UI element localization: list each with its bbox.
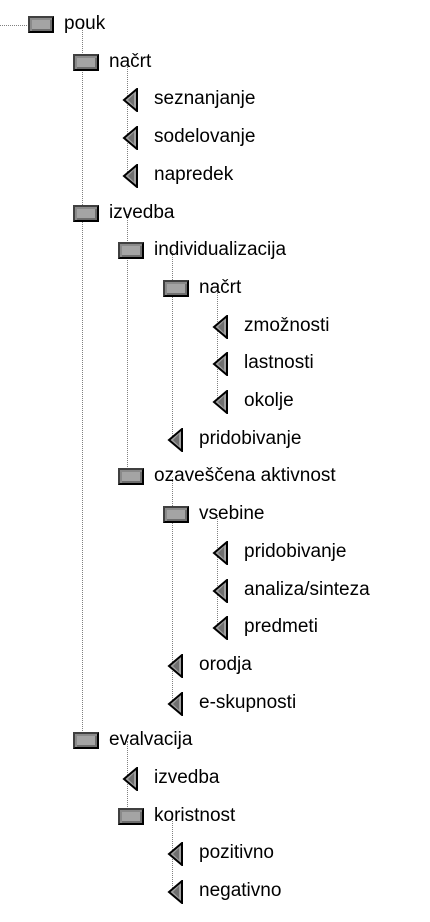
- gray-box-icon: [118, 242, 144, 260]
- tree-node-leaf[interactable]: sodelovanje: [154, 126, 256, 148]
- tree-node-leaf[interactable]: lastnosti: [244, 352, 314, 374]
- gray-box-icon: [73, 732, 99, 750]
- left-triangle-icon: [212, 352, 228, 377]
- tree-node-folder[interactable]: koristnost: [154, 804, 236, 826]
- left-triangle-icon: [212, 540, 228, 565]
- gray-box-icon: [118, 468, 144, 486]
- tree-node-leaf[interactable]: okolje: [244, 390, 294, 411]
- left-triangle-icon: [167, 691, 183, 716]
- gray-box-icon: [163, 279, 189, 297]
- tree-connector-vertical: [172, 251, 173, 440]
- tree-connector-vertical: [172, 477, 173, 704]
- gray-box-icon: [73, 53, 99, 71]
- tree-node-leaf[interactable]: pridobivanje: [199, 427, 302, 449]
- tree-connector-vertical: [217, 515, 218, 629]
- tree-connector-horizontal: [0, 25, 27, 26]
- tree-node-leaf[interactable]: predmeti: [244, 616, 318, 638]
- tree-node-leaf[interactable]: e-skupnosti: [199, 691, 297, 713]
- tree-node-folder[interactable]: načrt: [199, 276, 242, 298]
- tree-node-folder[interactable]: individualizacija: [154, 239, 287, 261]
- tree-node-leaf[interactable]: zmožnosti: [244, 314, 330, 336]
- left-triangle-icon: [167, 880, 183, 905]
- tree-node-leaf[interactable]: negativno: [199, 880, 282, 902]
- tree-node-leaf[interactable]: pridobivanje: [244, 540, 347, 562]
- left-triangle-icon: [167, 427, 183, 452]
- gray-box-icon: [28, 16, 54, 33]
- tree-node-leaf[interactable]: analiza/sinteza: [244, 578, 370, 600]
- tree-node-leaf[interactable]: pozitivno: [199, 842, 274, 864]
- tree-connector-vertical: [217, 288, 218, 402]
- tree-connector-vertical: [82, 25, 83, 742]
- left-triangle-icon: [122, 126, 138, 151]
- gray-box-icon: [73, 204, 99, 222]
- left-triangle-icon: [212, 578, 228, 603]
- tree-node-folder[interactable]: pouk: [64, 13, 106, 34]
- tree-node-folder[interactable]: vsebine: [199, 503, 265, 525]
- tree-node-folder[interactable]: ozaveščena aktivnost: [154, 465, 336, 487]
- left-triangle-icon: [122, 163, 138, 188]
- gray-box-icon: [118, 807, 144, 825]
- tree-node-folder[interactable]: evalvacija: [109, 729, 193, 751]
- left-triangle-icon: [167, 653, 183, 678]
- tree-connector-vertical: [127, 62, 128, 176]
- tree-node-leaf[interactable]: seznanjanje: [154, 88, 256, 110]
- left-triangle-icon: [122, 88, 138, 113]
- left-triangle-icon: [122, 767, 138, 791]
- tree-node-folder[interactable]: izvedba: [109, 201, 175, 223]
- left-triangle-icon: [167, 842, 183, 867]
- tree-node-leaf[interactable]: izvedba: [154, 767, 220, 788]
- left-triangle-icon: [212, 616, 228, 641]
- left-triangle-icon: [212, 390, 228, 414]
- tree-node-folder[interactable]: načrt: [109, 50, 152, 72]
- tree-node-leaf[interactable]: orodja: [199, 653, 252, 675]
- tree-connector-vertical: [127, 213, 128, 478]
- gray-box-icon: [163, 506, 189, 524]
- left-triangle-icon: [212, 314, 228, 339]
- tree-node-leaf[interactable]: napredek: [154, 163, 234, 185]
